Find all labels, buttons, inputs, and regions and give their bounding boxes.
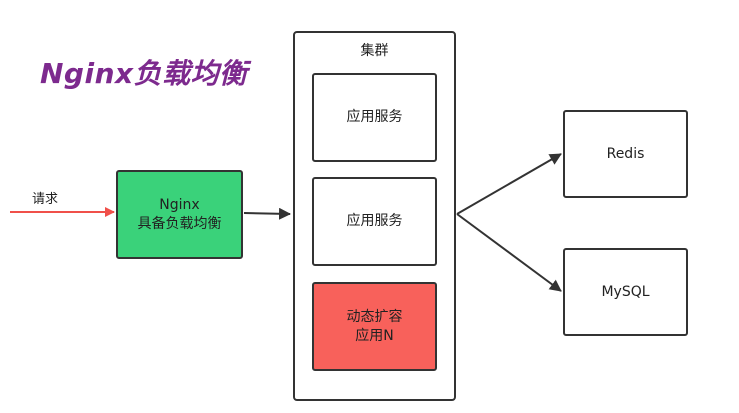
mysql-label: MySQL [601, 283, 650, 300]
cluster-label: 集群 [360, 43, 389, 59]
edge-cluster-to-mysql [456, 213, 562, 292]
app-service-node-1: 应用服务 [312, 73, 437, 162]
mysql-node: MySQL [563, 248, 688, 336]
dynamic-scale-node: 动态扩容 应用N [312, 282, 437, 371]
nginx-node-line1: Nginx [159, 196, 200, 213]
nginx-node: Nginx 具备负载均衡 [116, 170, 243, 259]
dynamic-scale-line1: 动态扩容 [346, 308, 403, 325]
nginx-node-line2: 具备负载均衡 [137, 215, 222, 232]
app-service-2-label: 应用服务 [346, 213, 403, 230]
request-label: 请求 [32, 192, 59, 207]
redis-node: Redis [563, 110, 688, 198]
edge-cluster-to-redis [456, 153, 562, 215]
edge-nginx-to-cluster [243, 207, 291, 220]
dynamic-scale-line2: 应用N [355, 327, 394, 344]
app-service-node-2: 应用服务 [312, 177, 437, 266]
redis-label: Redis [606, 145, 645, 162]
diagram-title: Nginx负载均衡 [40, 57, 248, 90]
app-service-1-label: 应用服务 [346, 109, 403, 126]
